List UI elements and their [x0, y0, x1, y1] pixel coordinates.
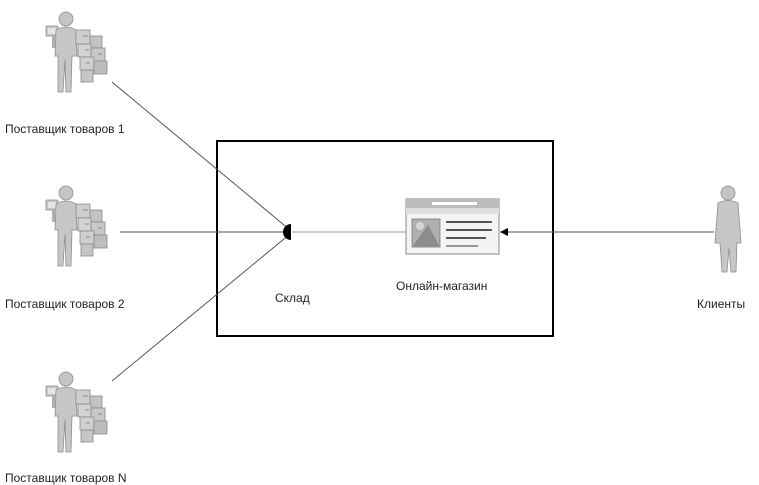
supplier-1-icon	[45, 11, 108, 93]
connector-supplier-1-warehouse	[111, 81, 291, 231]
warehouse-junction-icon	[283, 224, 291, 240]
system-boundary-box	[216, 140, 554, 337]
supplier-2-icon	[45, 185, 108, 267]
arrow-head-icon	[500, 228, 508, 236]
supplier-1-label: Поставщик товаров 1	[5, 122, 125, 136]
clients-label: Клиенты	[697, 297, 745, 311]
supplier-n-icon	[45, 371, 108, 453]
client-person-icon	[714, 185, 742, 273]
web-page-window-icon	[405, 198, 500, 255]
warehouse-label: Склад	[275, 291, 310, 305]
connector-supplier-n-warehouse	[111, 233, 291, 382]
supplier-n-label: Поставщик товаров N	[5, 471, 127, 485]
supplier-2-label: Поставщик товаров 2	[5, 297, 125, 311]
shop-label: Онлайн-магазин	[396, 279, 487, 293]
